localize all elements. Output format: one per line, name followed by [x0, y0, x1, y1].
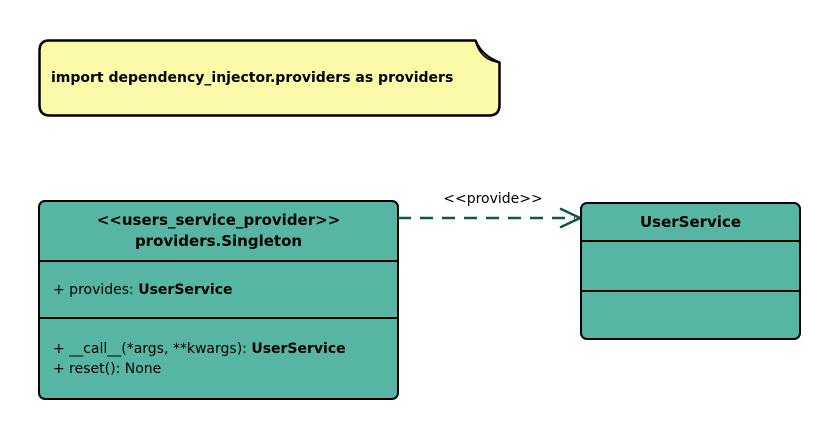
method-reset: + reset(): None: [53, 359, 391, 379]
note-text: import dependency_injector.providers as …: [51, 70, 454, 86]
provider-class-name: providers.Singleton: [134, 232, 303, 250]
service-class-box: UserService: [580, 202, 801, 340]
import-note: import dependency_injector.providers as …: [38, 39, 501, 117]
provider-attributes-compartment: + provides: UserService: [40, 260, 397, 317]
method-reset-text: + reset(): None: [53, 360, 162, 377]
method-call-type: UserService: [251, 340, 346, 357]
note-fold-corner-icon: [474, 39, 501, 64]
service-attributes-compartment-empty: [582, 240, 799, 290]
provider-methods-compartment: + __call__(*args, **kwargs): UserService…: [40, 317, 397, 398]
method-call: + __call__(*args, **kwargs): UserService: [53, 339, 391, 359]
attribute-provides-type: UserService: [138, 281, 233, 298]
service-class-header: UserService: [582, 204, 799, 240]
provider-class-stereotype: <<users_service_provider>>: [96, 211, 341, 229]
service-class-name: UserService: [639, 212, 742, 231]
provider-class-box: <<users_service_provider>> providers.Sin…: [38, 200, 399, 400]
note-shape: [38, 39, 501, 117]
dependency-arrow-icon: [398, 207, 583, 229]
dependency-stereotype-label: <<provide>>: [443, 191, 543, 207]
service-methods-compartment-empty: [582, 290, 799, 338]
attribute-provides-text: + provides:: [53, 281, 139, 298]
method-call-text: + __call__(*args, **kwargs):: [53, 340, 252, 357]
attribute-provides: + provides: UserService: [53, 280, 391, 300]
provider-class-header: <<users_service_provider>> providers.Sin…: [40, 202, 397, 260]
